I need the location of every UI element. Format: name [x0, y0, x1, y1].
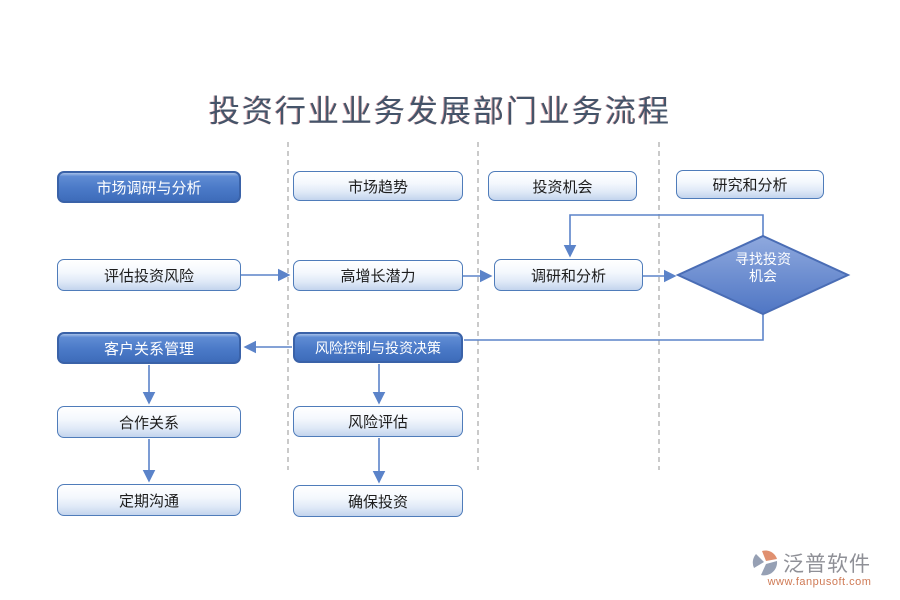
- node-find-investment-opportunity: 寻找投资机会: [735, 253, 791, 285]
- node-regular-communication: 定期沟通: [57, 484, 241, 516]
- node-risk-assessment: 风险评估: [293, 406, 463, 437]
- page-title: 投资行业业务发展部门业务流程: [209, 94, 671, 129]
- fanpu-logo-icon: [752, 549, 780, 577]
- node-market-research: 市场调研与分析: [57, 171, 241, 203]
- node-high-growth-potential: 高增长潜力: [293, 260, 463, 291]
- node-cooperation-relation: 合作关系: [57, 406, 241, 438]
- node-ensure-investment: 确保投资: [293, 485, 463, 517]
- node-study-and-analysis: 研究和分析: [676, 170, 824, 199]
- node-assess-investment-risk: 评估投资风险: [57, 259, 241, 291]
- node-research-and-analysis: 调研和分析: [494, 259, 643, 291]
- brand-url: www.fanpusoft.com: [767, 576, 872, 588]
- node-risk-control-decision: 风险控制与投资决策: [293, 332, 463, 363]
- node-investment-opportunity: 投资机会: [488, 171, 637, 201]
- connector-diamond-to-riskcontrol: [464, 314, 764, 341]
- node-market-trend: 市场趋势: [293, 171, 463, 201]
- brand-name: 泛普软件: [783, 552, 871, 576]
- brand-watermark: 泛普软件 www.fanpusoft.com: [752, 548, 887, 588]
- connector-diamond-to-research-top: [563, 214, 764, 258]
- node-customer-relationship: 客户关系管理: [57, 332, 241, 364]
- decision-diamond-shape: [675, 234, 851, 316]
